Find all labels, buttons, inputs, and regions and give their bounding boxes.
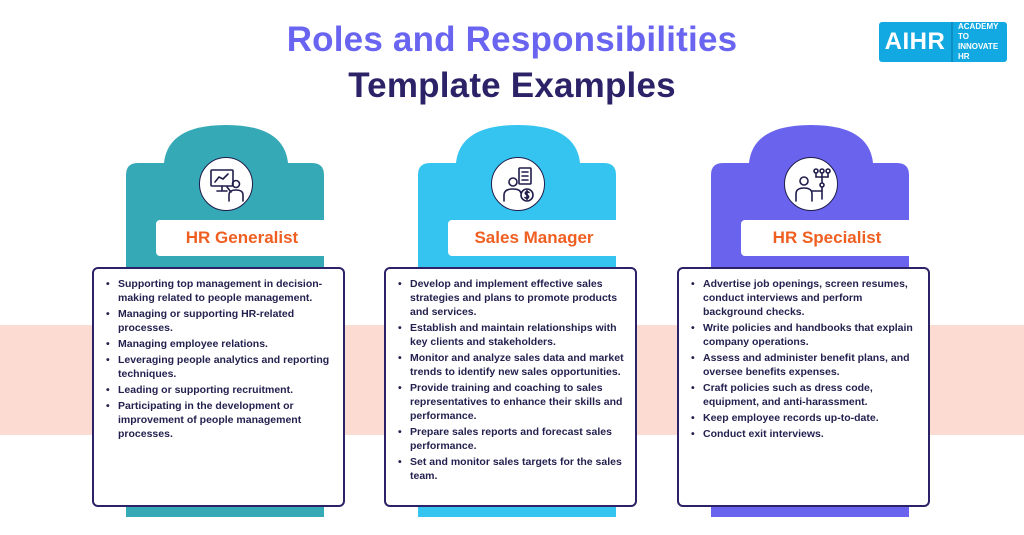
page-title-line-2: Template Examples	[348, 66, 676, 105]
page-title-line-1: Roles and Responsibilities	[286, 20, 738, 59]
list-item: Conduct exit interviews.	[689, 427, 922, 441]
list-item: Establish and maintain relationships wit…	[396, 321, 629, 349]
list-item: Keep employee records up-to-date.	[689, 411, 922, 425]
list-item: Leading or supporting recruitment.	[104, 383, 337, 397]
logo-subtitle: ACADEMY TO INNOVATE HR	[953, 22, 1007, 62]
responsibilities-list: Develop and implement effective sales st…	[384, 267, 637, 507]
presentation-icon	[210, 169, 244, 202]
card-hr-specialist: HR Specialist Advertise job openings, sc…	[677, 125, 959, 520]
people-hierarchy-icon	[795, 168, 831, 202]
logo-main-text: AIHR	[879, 22, 951, 62]
list-item: Leveraging people analytics and reportin…	[104, 353, 337, 381]
aihr-logo: AIHR ACADEMY TO INNOVATE HR	[879, 22, 1007, 62]
card-sales-manager: Sales Manager Develop and implement effe…	[384, 125, 666, 520]
logo-sub-line-1: ACADEMY TO	[958, 22, 999, 41]
icon-circle	[784, 157, 838, 211]
list-item: Participating in the development or impr…	[104, 399, 337, 441]
icon-circle	[199, 157, 253, 211]
list-item: Managing employee relations.	[104, 337, 337, 351]
list-item: Develop and implement effective sales st…	[396, 277, 629, 319]
responsibilities-list: Supporting top management in decision-ma…	[92, 267, 345, 507]
list-item: Assess and administer benefit plans, and…	[689, 351, 922, 379]
list-item: Supporting top management in decision-ma…	[104, 277, 337, 305]
list-item: Managing or supporting HR-related proces…	[104, 307, 337, 335]
responsibilities-list: Advertise job openings, screen resumes, …	[677, 267, 930, 507]
sales-person-icon	[503, 167, 534, 202]
list-item: Monitor and analyze sales data and marke…	[396, 351, 629, 379]
icon-circle	[491, 157, 545, 211]
card-hr-generalist: HR Generalist Supporting top management …	[92, 125, 374, 520]
role-label: HR Specialist	[741, 220, 913, 256]
list-item: Prepare sales reports and forecast sales…	[396, 425, 629, 453]
list-item: Advertise job openings, screen resumes, …	[689, 277, 922, 319]
list-item: Craft policies such as dress code, equip…	[689, 381, 922, 409]
role-label: HR Generalist	[156, 220, 328, 256]
list-item: Set and monitor sales targets for the sa…	[396, 455, 629, 483]
role-label: Sales Manager	[448, 220, 620, 256]
list-item: Write policies and handbooks that explai…	[689, 321, 922, 349]
logo-sub-line-2: INNOVATE HR	[958, 42, 999, 61]
list-item: Provide training and coaching to sales r…	[396, 381, 629, 423]
logo-separator	[951, 22, 953, 62]
